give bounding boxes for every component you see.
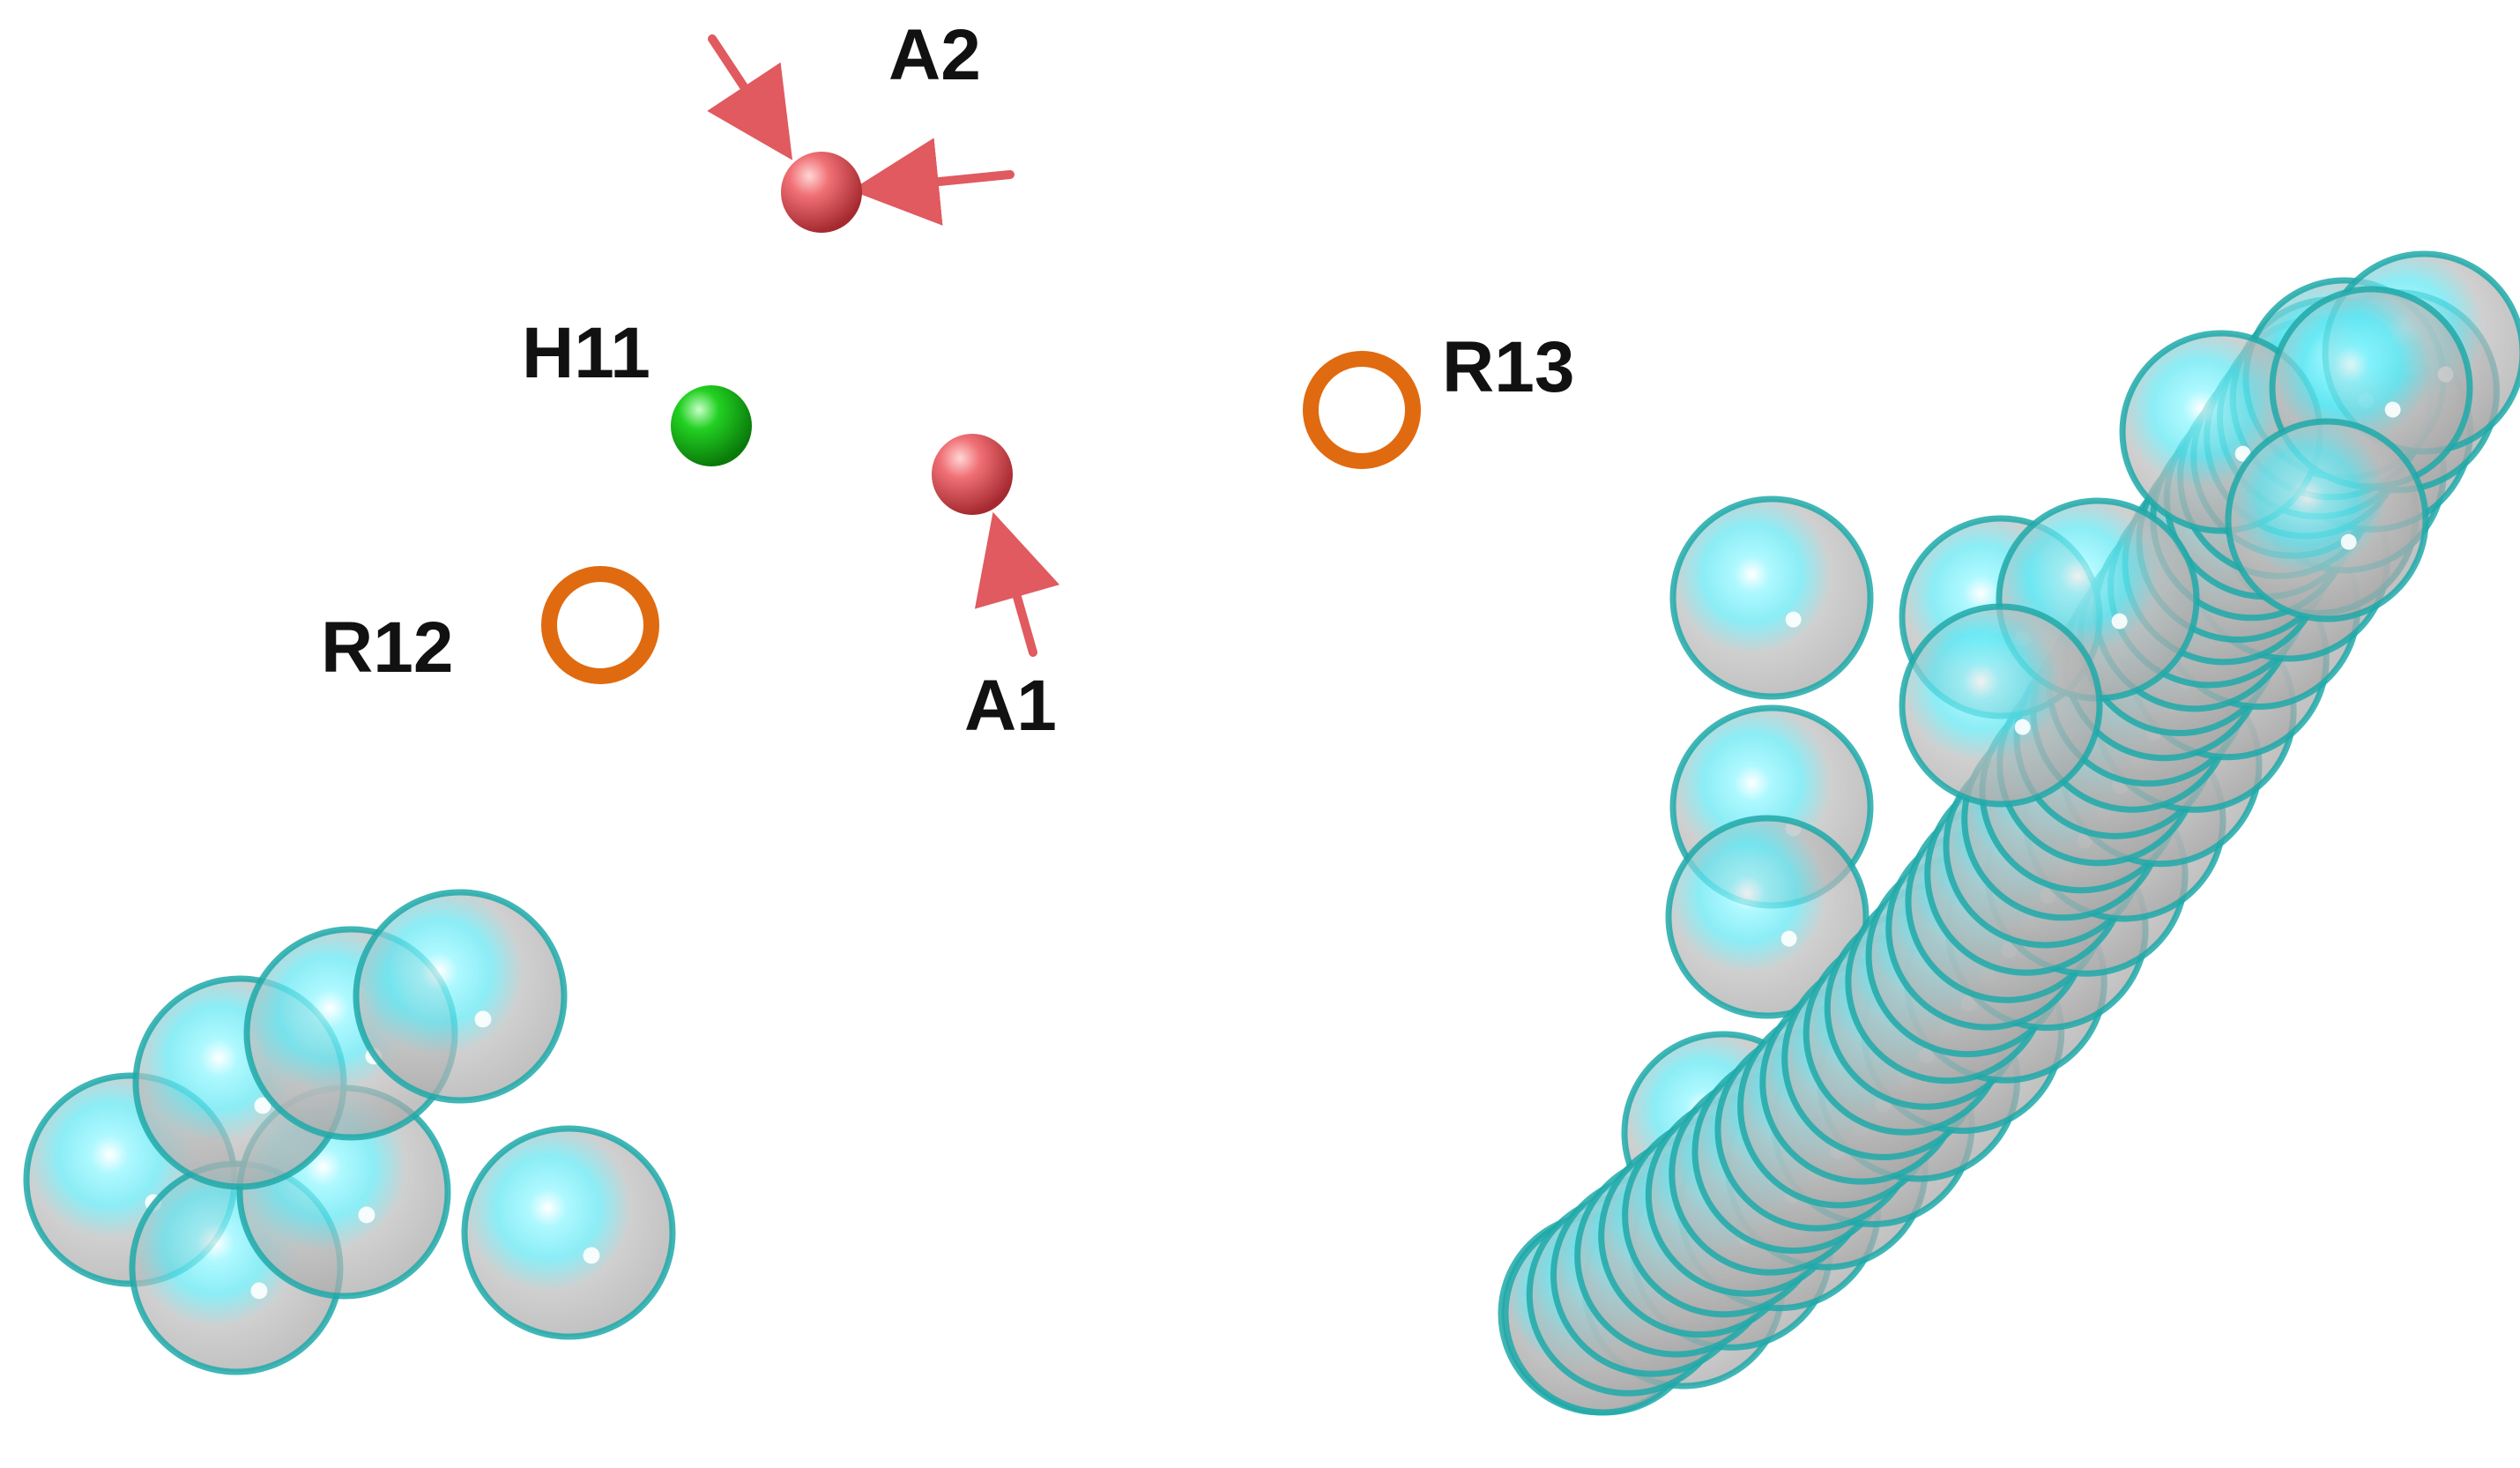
acceptor-sphere-a1 <box>932 434 1013 515</box>
hydrophobic-sphere-h11 <box>671 385 752 466</box>
excluded-volume-sphere <box>353 889 568 1104</box>
excluded-volume-sphere <box>1665 815 1870 1019</box>
aromatic-ring-r13 <box>1303 351 1421 469</box>
acceptor-sphere-a2 <box>781 152 862 233</box>
label-r13: R13 <box>1442 327 1574 407</box>
a2-arrow-right <box>851 138 1015 226</box>
a1-arrow <box>974 511 1060 657</box>
label-a1: A1 <box>964 666 1057 746</box>
label-h11: H11 <box>522 313 650 393</box>
label-a2: A2 <box>888 15 981 95</box>
excluded-volume-sphere <box>461 1125 676 1340</box>
excluded-volume-cluster-left <box>23 889 676 1375</box>
label-r12: R12 <box>321 607 453 688</box>
excluded-volume-cluster-right <box>1498 250 2520 1416</box>
excluded-volume-sphere <box>1899 603 2103 808</box>
aromatic-ring-r12 <box>541 566 659 684</box>
excluded-volume-sphere <box>2225 418 2429 622</box>
a2-arrow-upper <box>707 34 793 160</box>
excluded-volume-sphere <box>1669 496 1874 700</box>
